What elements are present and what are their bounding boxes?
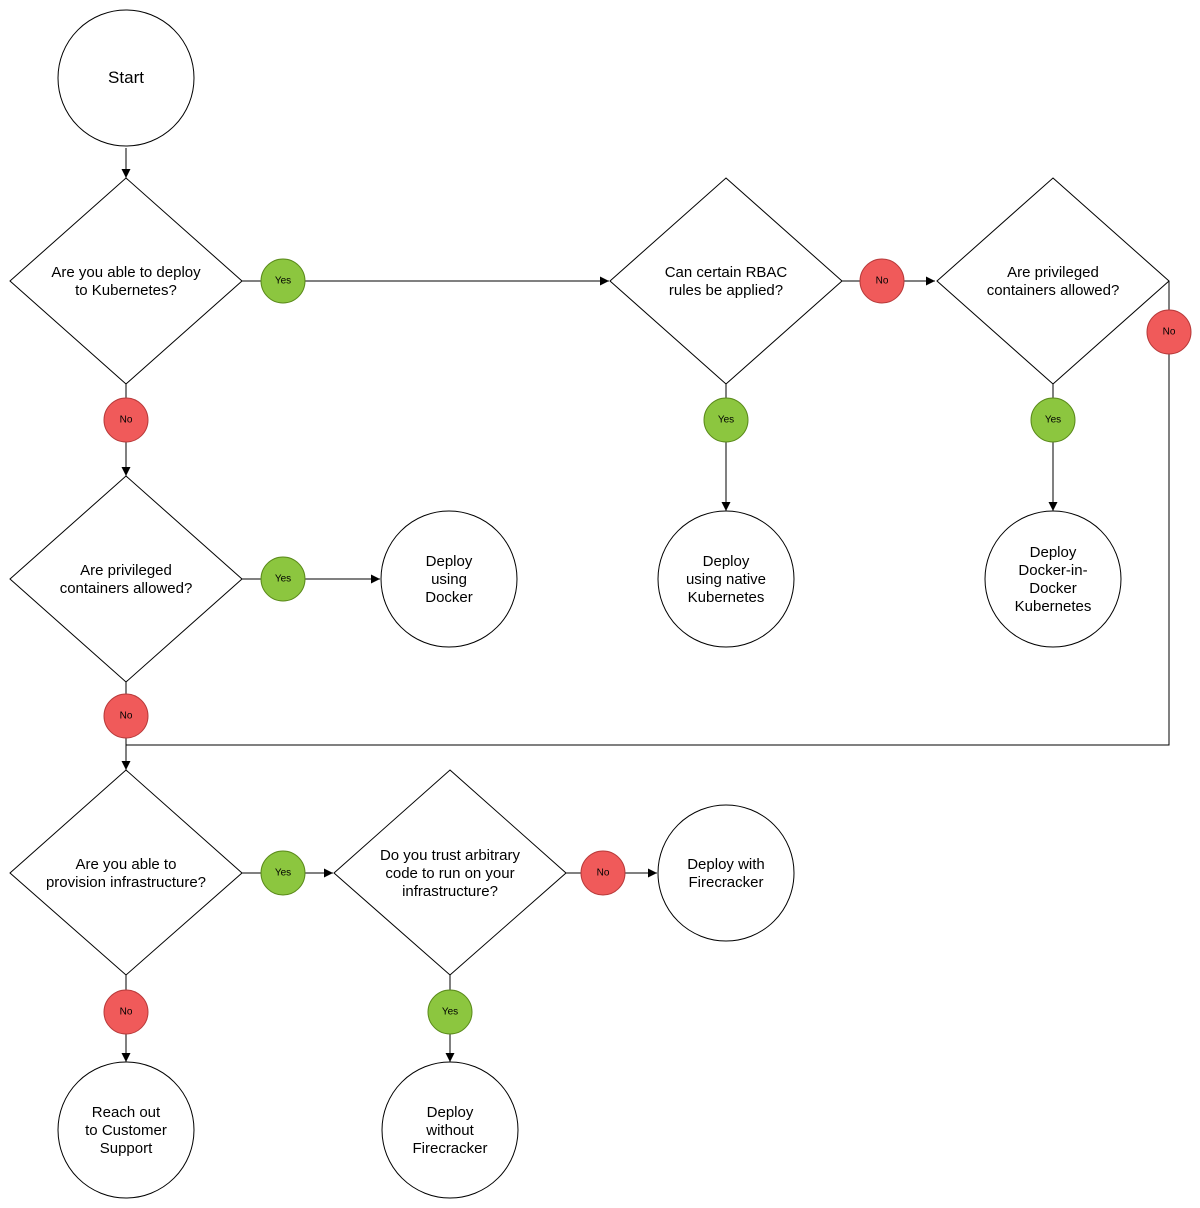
no-badge-label: No <box>120 1007 133 1018</box>
label-line: Deploy <box>703 553 750 570</box>
label-line: Deploy <box>427 1104 474 1121</box>
label-line: Start <box>108 68 144 87</box>
yes-badge-circle <box>260 258 306 304</box>
label-line: Are you able to <box>76 856 177 873</box>
no-badge-circle <box>103 693 149 739</box>
yes-badge-label: Yes <box>442 1007 458 1018</box>
label-line: Deploy <box>1030 544 1077 561</box>
yes-badge-label: Yes <box>718 415 734 426</box>
badge-yes: Yes <box>1030 397 1076 443</box>
yes-badge-label: Yes <box>275 276 291 287</box>
label-line: Are you able to deploy <box>51 264 201 281</box>
badge-yes: Yes <box>703 397 749 443</box>
label-line: containers allowed? <box>60 580 193 597</box>
label-line: without <box>425 1122 474 1139</box>
yes-badge-circle <box>703 397 749 443</box>
label-line: Reach out <box>92 1104 161 1121</box>
badge-no: No <box>1146 309 1192 355</box>
label-line: using <box>431 571 467 588</box>
label-line: Support <box>100 1140 153 1157</box>
label-line: Do you trust arbitrary <box>380 847 521 864</box>
no-badge-circle <box>103 989 149 1035</box>
badge-no: No <box>859 258 905 304</box>
start-node[interactable]: Start <box>57 9 195 147</box>
label-line: Are privileged <box>80 562 172 579</box>
no-badge-circle <box>103 397 149 443</box>
badge-yes: Yes <box>260 258 306 304</box>
start-label: Start <box>108 68 144 87</box>
label-line: rules be applied? <box>669 282 783 299</box>
badge-yes: Yes <box>260 556 306 602</box>
label-line: using native <box>686 571 766 588</box>
badge-no: No <box>580 850 626 896</box>
label-line: to Kubernetes? <box>75 282 177 299</box>
label-line: Kubernetes <box>688 589 765 606</box>
label-line: infrastructure? <box>402 883 498 900</box>
label-line: Firecracker <box>412 1140 487 1157</box>
label-line: Deploy <box>426 553 473 570</box>
yes-badge-label: Yes <box>1045 415 1061 426</box>
label-line: Can certain RBAC <box>665 264 788 281</box>
no-badge-circle <box>580 850 626 896</box>
badge-no: No <box>103 693 149 739</box>
badges: Yes No No No Yes Yes Yes No Yes No No Ye… <box>103 258 1192 1035</box>
yes-badge-circle <box>427 989 473 1035</box>
no-badge-circle <box>1146 309 1192 355</box>
no-badge-label: No <box>1163 327 1176 338</box>
badge-no: No <box>103 989 149 1035</box>
edge-q-priv-k8s-no <box>126 281 1170 746</box>
label-line: Docker <box>425 589 473 606</box>
label-line: Deploy with <box>687 856 765 873</box>
no-badge-label: No <box>597 868 610 879</box>
badge-yes: Yes <box>427 989 473 1035</box>
yes-badge-label: Yes <box>275 868 291 879</box>
label-line: Docker-in- <box>1018 562 1087 579</box>
no-badge-circle <box>859 258 905 304</box>
badge-yes: Yes <box>260 850 306 896</box>
label-line: provision infrastructure? <box>46 874 206 891</box>
badge-no: No <box>103 397 149 443</box>
yes-badge-circle <box>1030 397 1076 443</box>
no-badge-label: No <box>876 276 889 287</box>
label-line: to Customer <box>85 1122 167 1139</box>
no-badge-label: No <box>120 415 133 426</box>
yes-badge-circle <box>260 850 306 896</box>
label-line: Kubernetes <box>1015 598 1092 615</box>
label-line: containers allowed? <box>987 282 1120 299</box>
label-line: Firecracker <box>688 874 763 891</box>
yes-badge-circle <box>260 556 306 602</box>
yes-badge-label: Yes <box>275 574 291 585</box>
label-line: code to run on your <box>385 865 514 882</box>
label-line: Docker <box>1029 580 1077 597</box>
no-badge-label: No <box>120 711 133 722</box>
label-line: Are privileged <box>1007 264 1099 281</box>
